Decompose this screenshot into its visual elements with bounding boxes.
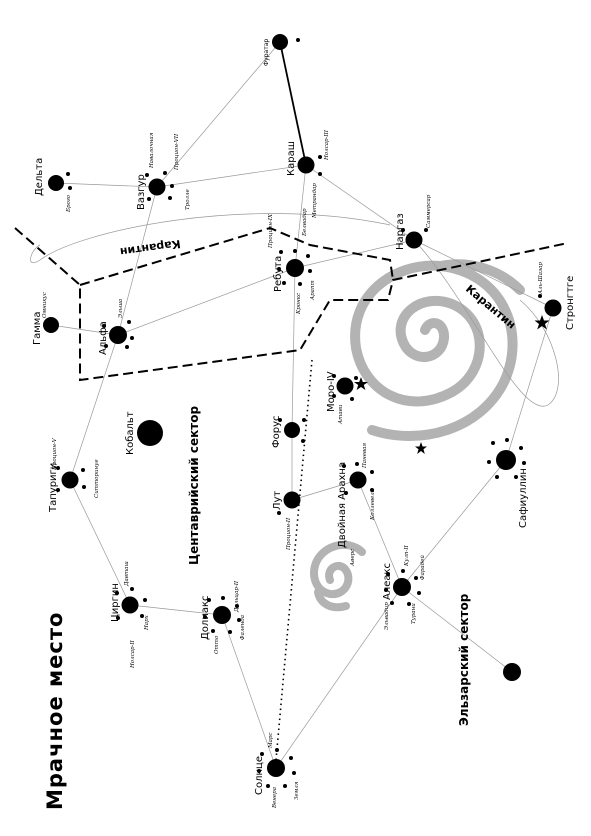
map-title: Мрачное место (43, 612, 67, 810)
label-rebuta: Ребута (273, 256, 284, 292)
star-gamma (43, 317, 59, 333)
label-delta: Дельта (34, 158, 45, 196)
planet-label: Брого (66, 194, 72, 213)
star-rebuta (286, 259, 304, 277)
planet-label: Отто (214, 635, 220, 654)
planet-labels: Процион-VII Навалочная Тролле Нолсар-III… (42, 129, 544, 809)
planet-label: Арапт (310, 280, 316, 301)
label-karash: Караш (286, 141, 297, 176)
planet-label: Фаленда (240, 615, 246, 640)
star-doliaks (213, 606, 231, 624)
planet-label: Коллевела (370, 489, 376, 521)
planet-label: Венера (272, 787, 278, 809)
spiral-anomaly-icon (310, 541, 366, 612)
planet-label: Аль-Шазар (538, 262, 544, 295)
planet-label: Нолсар-III (324, 129, 330, 161)
planet-label: Метрандар (312, 183, 318, 219)
star-lut (283, 491, 301, 509)
planet-label: Паневая (362, 443, 368, 469)
planet-label: Процион-VII (174, 133, 180, 171)
star-furatar (272, 34, 288, 50)
label-forus: Форус (271, 416, 282, 449)
planet-label: Эльвадир (384, 602, 390, 630)
star-vazgur (148, 178, 166, 196)
star-cirgin (121, 596, 139, 614)
star-kobalt (137, 420, 163, 446)
planet-label: Дальцар-II (234, 580, 240, 613)
star-marker-icon (534, 315, 550, 330)
planet-label: Тролле (185, 188, 191, 210)
label-alpha: Альфа (98, 321, 109, 355)
label-aleaks: Алеакс (382, 563, 393, 600)
label-stronghe: Стронгтге (565, 276, 576, 330)
planet-label: Кулп-II (404, 544, 410, 567)
star-safiullin (496, 450, 516, 470)
star-stronghe (544, 299, 562, 317)
label-kobalt: Кобальт (125, 411, 136, 455)
label-cirgin: Циргин (110, 583, 121, 622)
star-solnce (267, 759, 285, 777)
planet-label: Процион-V (52, 437, 58, 471)
planet-label: Атави (338, 404, 344, 425)
label-safiullin: Сафиуллин (518, 468, 529, 528)
star-karash (297, 156, 315, 174)
star-systems (43, 34, 562, 788)
quarantine-boundary (14, 226, 569, 382)
planet-label: Кронкс (296, 293, 302, 315)
planet-label: Омникус (42, 292, 48, 318)
star-delta (48, 175, 64, 191)
main-route (279, 41, 307, 166)
planet-label: Турани (411, 603, 417, 624)
star-moro (336, 377, 354, 395)
sector-elzar: Эльзарский сектор (457, 593, 471, 726)
quarantine-label-left: Карантин (119, 237, 181, 258)
planet-label: Саммерсар (426, 194, 432, 228)
planet-label: Земля (294, 781, 300, 800)
planet-label: Процион-IX (268, 213, 274, 249)
label-lut: Лут (272, 491, 283, 510)
planet-label: Нолсар-II (130, 639, 136, 669)
planet-label: Навалочная (149, 132, 155, 169)
star-labels: Фуратар Дельта Вазгур Караш Наргаз Гамма… (32, 39, 576, 795)
planet-label: Марс (268, 732, 274, 749)
star-marker-icon (415, 442, 427, 454)
planet-label: Нарх (144, 614, 150, 631)
star-marker-icon (354, 377, 368, 390)
star-forus (284, 422, 300, 438)
dotted-route (275, 359, 313, 761)
star-nargaz (405, 231, 423, 249)
planet-label: Процион-II (286, 517, 292, 551)
label-furatar: Фуратар (263, 39, 270, 66)
label-nargaz: Наргаз (395, 213, 406, 250)
planet-label: Давташ (124, 561, 130, 587)
star-dvoynaya (349, 471, 367, 489)
planet-label: Эльша (118, 299, 124, 318)
spiral-anomaly-icon (350, 259, 525, 441)
star-elzar (503, 663, 521, 681)
planet-label: Белвадар (302, 208, 308, 237)
label-dvoynaya: Двойная Арахна (337, 462, 348, 548)
label-vazgur: Вазгур (136, 174, 147, 210)
star-tapurigi (61, 471, 79, 489)
label-gamma: Гамма (32, 312, 43, 345)
label-tapurigi: Тапуриги (48, 463, 59, 513)
hyperspace-routes (30, 41, 559, 769)
star-aleaks (393, 578, 411, 596)
planet-label: Ситторинуе (94, 459, 100, 498)
star-alpha (109, 326, 127, 344)
label-doliaks: Долиакс (200, 596, 211, 641)
label-moro: Моро-IV (326, 371, 337, 412)
sector-centauri: Центаврийский сектор (187, 406, 201, 565)
planet-label: Фарадей (420, 555, 426, 580)
planet-label: Аверс (350, 549, 356, 567)
label-solnce: Солнце (254, 756, 265, 795)
